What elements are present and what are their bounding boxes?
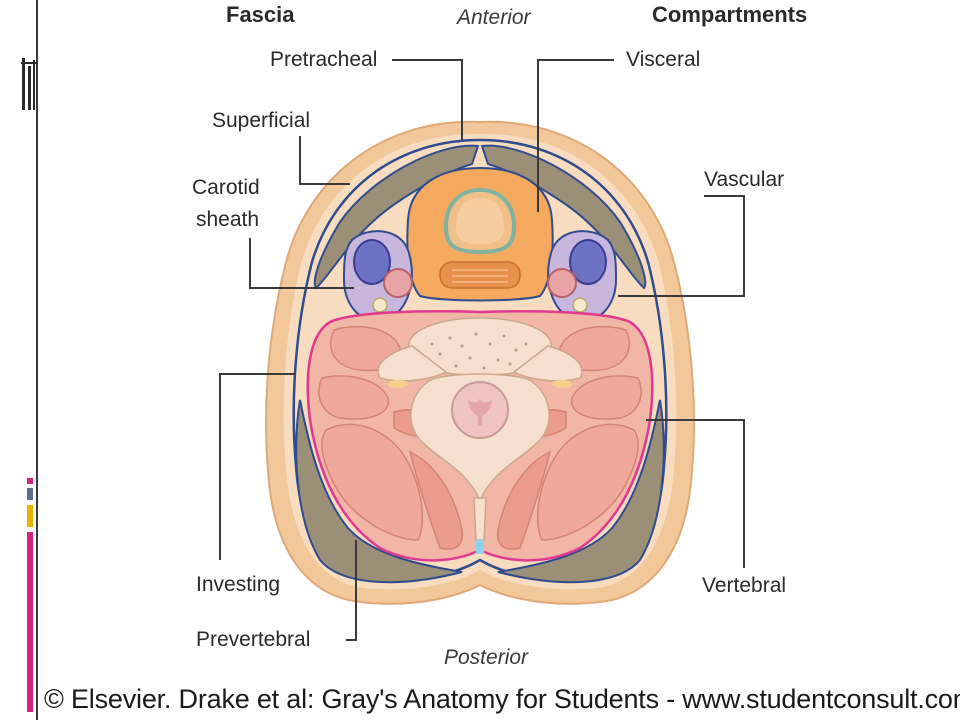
- carotid-sheath-left: [342, 230, 413, 323]
- investing-label: Investing: [196, 573, 280, 596]
- leader-prevertebral: [346, 540, 357, 641]
- slide-glyph-icon: [21, 58, 37, 110]
- slide-left-rule: [36, 0, 38, 720]
- common-carotid-artery-right: [547, 268, 577, 298]
- slide-accent-slate: [27, 488, 33, 500]
- trapezius-right: [497, 399, 665, 584]
- sternocleidomastoid-right: [480, 144, 647, 290]
- copyright-credit: © Elsevier. Drake et al: Gray's Anatomy …: [44, 684, 960, 714]
- spinal-cord-grey-matter: [468, 398, 492, 426]
- leader-visceral: [537, 59, 614, 212]
- vagus-nerve-right: [572, 297, 588, 313]
- nuchal-ligament: [476, 540, 484, 554]
- carotid-sheath-label-line1: Carotid: [192, 176, 260, 199]
- bone-texture: [430, 332, 528, 370]
- common-carotid-artery-left: [383, 268, 413, 298]
- trapezius-left: [295, 399, 463, 584]
- carotid-sheath-label-line2: sheath: [196, 208, 259, 231]
- vertebral-artery-right: [552, 380, 572, 388]
- slide-accent-pink-bottom: [27, 532, 33, 712]
- compartments-header: Compartments: [652, 2, 807, 27]
- internal-jugular-vein-left: [353, 239, 391, 285]
- transverse-process-right: [512, 345, 583, 382]
- tracheal-lumen: [456, 198, 504, 244]
- vertebral-artery-left: [388, 380, 408, 388]
- vagus-nerve-left: [372, 297, 388, 313]
- posterior-label: Posterior: [444, 646, 529, 669]
- fascia-header: Fascia: [226, 2, 295, 27]
- slide-accent-gold: [27, 505, 33, 527]
- pretracheal-label: Pretracheal: [270, 48, 377, 71]
- leader-vertebral: [646, 419, 745, 568]
- prevertebral-label: Prevertebral: [196, 628, 310, 651]
- leader-carotid-sheath: [249, 238, 354, 289]
- leader-superficial: [299, 136, 350, 185]
- leader-investing: [219, 373, 296, 560]
- visceral-label: Visceral: [626, 48, 700, 71]
- vascular-label: Vascular: [704, 168, 784, 191]
- anterior-label: Anterior: [455, 6, 532, 29]
- leader-pretracheal: [392, 59, 463, 140]
- internal-jugular-vein-right: [569, 239, 607, 285]
- spinous-process: [473, 497, 487, 541]
- slide-accent-pink-top: [27, 478, 33, 484]
- leader-vascular: [618, 195, 745, 297]
- transverse-process-left: [377, 345, 448, 382]
- carotid-sheath-right: [547, 230, 618, 323]
- vertebral-label: Vertebral: [702, 574, 786, 597]
- superficial-label: Superficial: [212, 109, 310, 132]
